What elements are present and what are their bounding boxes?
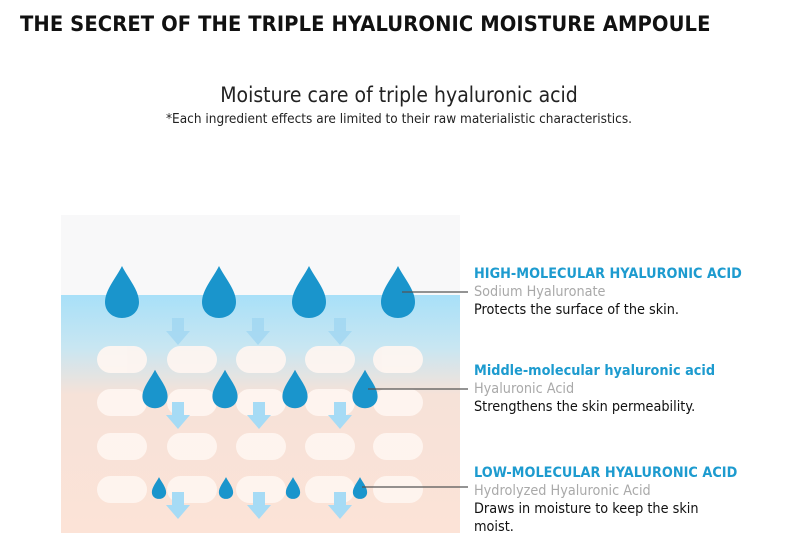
disclaimer-note: *Each ingredient effects are limited to …	[165, 111, 633, 127]
high-molecular-description: Protects the surface of the skin.	[474, 302, 680, 318]
skin-cells	[97, 346, 423, 503]
low-molecular-description: Draws in moisture to keep the skin moist…	[474, 501, 699, 535]
middle-molecular-label: Middle-molecular hyaluronic acid Hyaluro…	[474, 362, 774, 416]
skin-layer-diagram	[61, 215, 460, 533]
middle-molecular-description: Strengthens the skin permeability.	[474, 399, 696, 415]
low-molecular-ingredient: Hydrolyzed Hyaluronic Acid	[474, 483, 651, 499]
diagram-subtitle: Moisture care of triple hyaluronic acid	[220, 83, 578, 107]
high-molecular-ingredient: Sodium Hyaluronate	[474, 284, 606, 300]
low-molecular-heading: LOW-MOLECULAR HYALURONIC ACID	[474, 465, 738, 481]
page-title: THE SECRET OF THE TRIPLE HYALURONIC MOIS…	[20, 12, 711, 36]
low-molecular-label: LOW-MOLECULAR HYALURONIC ACID Hydrolyzed…	[474, 464, 764, 536]
high-molecular-label: HIGH-MOLECULAR HYALURONIC ACID Sodium Hy…	[474, 265, 774, 319]
middle-molecular-heading: Middle-molecular hyaluronic acid	[474, 363, 716, 379]
high-molecular-heading: HIGH-MOLECULAR HYALURONIC ACID	[474, 266, 742, 282]
middle-molecular-ingredient: Hyaluronic Acid	[474, 381, 575, 397]
